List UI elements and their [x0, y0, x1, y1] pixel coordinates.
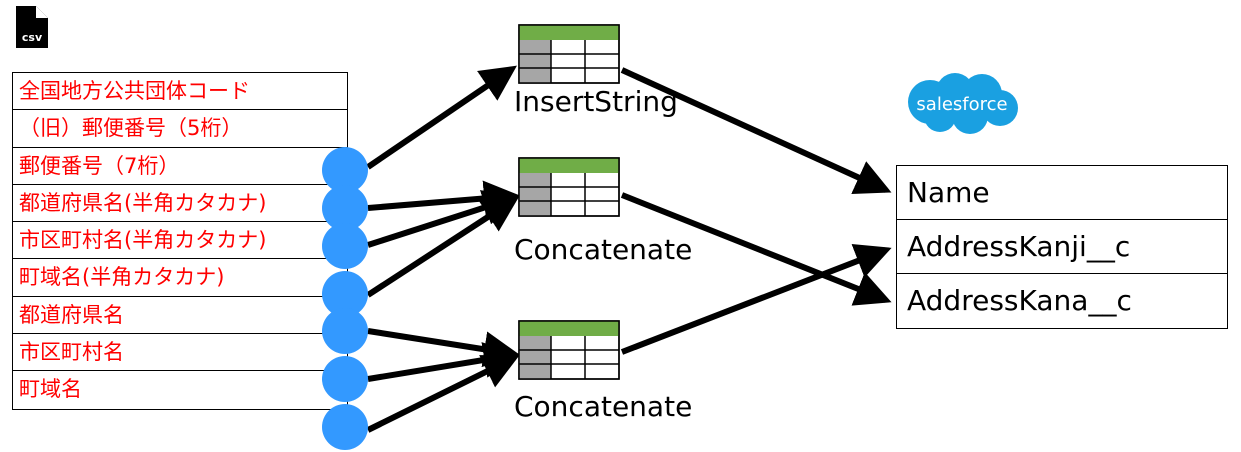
csv-field: 町域名(半角カタカナ) [13, 259, 347, 297]
csv-field: 都道府県名 [13, 297, 347, 335]
operation-label-concatenate-kana: Concatenate [514, 233, 693, 266]
connector-arrow [366, 355, 520, 433]
connector-dot [322, 404, 368, 450]
csv-icon-label: csv [22, 31, 43, 44]
table-icon [518, 320, 620, 380]
table-icon [518, 157, 620, 217]
csv-field: （旧）郵便番号（5桁） [13, 110, 347, 148]
connector-arrow [366, 65, 517, 170]
csv-field: 郵便番号（7桁） [13, 148, 347, 185]
connector-arrow [366, 196, 520, 298]
csv-field: 市区町村名 [13, 334, 347, 372]
csv-field: 全国地方公共団体コード [13, 73, 347, 111]
connector-arrow [620, 244, 892, 355]
connector-dot [322, 271, 368, 317]
connector-dot [322, 147, 368, 193]
salesforce-field: Name [897, 166, 1227, 220]
operation-label-concatenate-kanji: Concatenate [514, 390, 693, 423]
connector-arrow [620, 67, 892, 194]
connector-arrow [367, 328, 520, 368]
connector-dot [322, 308, 368, 354]
csv-field: 市区町村名(半角カタカナ) [13, 222, 347, 260]
salesforce-logo-text: salesforce [916, 94, 1007, 115]
connector-dot [322, 356, 368, 402]
csv-field: 町域名 [19, 377, 82, 402]
csv-file-icon: csv [16, 6, 48, 48]
connector-dot [322, 185, 368, 231]
salesforce-field: AddressKana__c [907, 284, 1132, 317]
connector-dot [322, 223, 368, 269]
operation-label-insertstring: InsertString [514, 85, 678, 118]
salesforce-field-list: Name AddressKanji__c AddressKana__c [896, 165, 1228, 329]
salesforce-field: AddressKanji__c [897, 220, 1227, 274]
table-icon [518, 24, 620, 84]
salesforce-logo: salesforce [900, 72, 1026, 136]
csv-field: 都道府県名(半角カタカナ) [13, 185, 347, 223]
connector-arrow [620, 192, 892, 306]
